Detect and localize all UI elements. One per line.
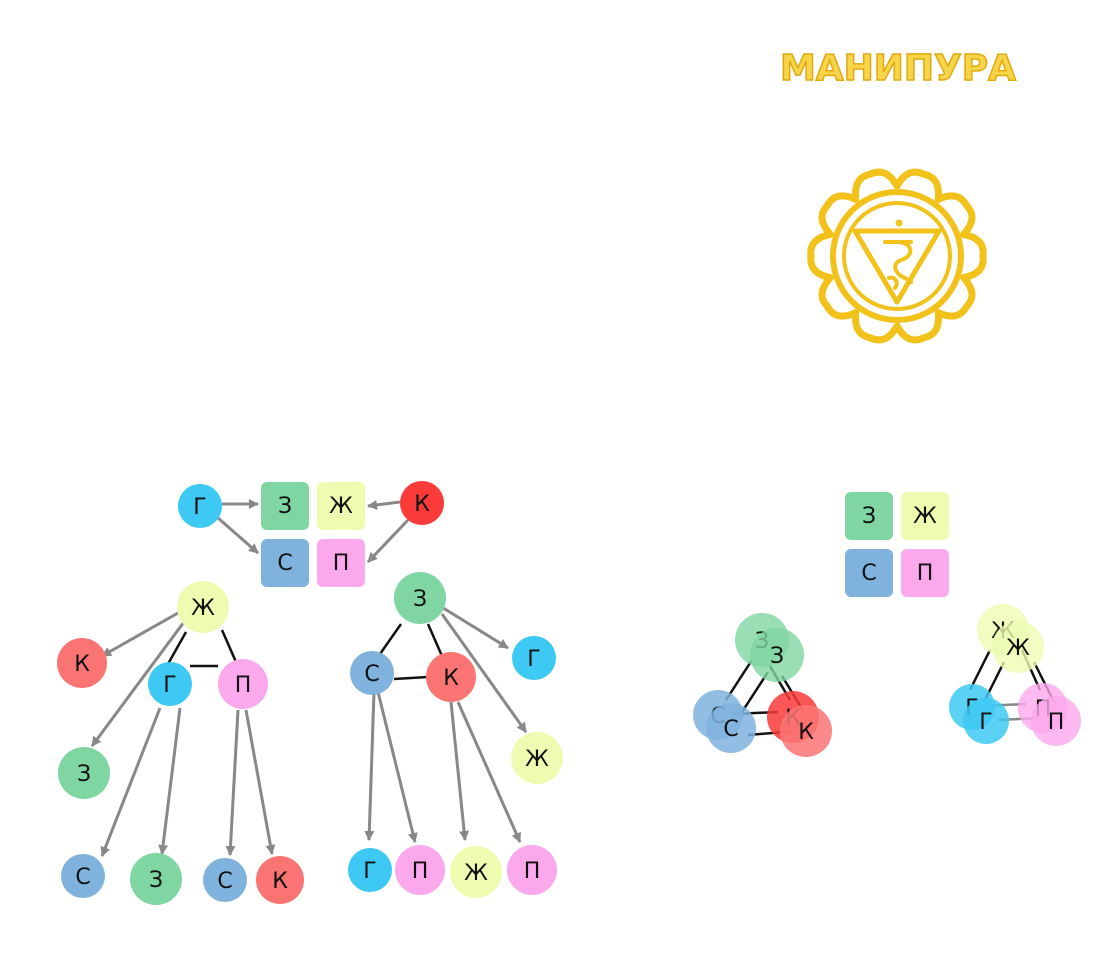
top-tile-s: С [261, 539, 309, 587]
edge-mk-leaf3 [449, 701, 470, 841]
left-node-p-label: П [235, 673, 252, 698]
top-node-g: Г [178, 484, 222, 528]
cluster1-node-s-b-label: С [723, 717, 738, 742]
edge-lp-leaf4 [244, 709, 276, 855]
edge-mz-mg [439, 604, 509, 650]
mid-node-k-label: К [443, 666, 459, 691]
mid-node-z: З [394, 572, 446, 624]
mid-node-k: К [426, 652, 476, 702]
top-node-k: К [400, 481, 444, 525]
mid-node-zh-label: Ж [525, 747, 549, 772]
left-leaf-z2-label: З [149, 868, 163, 893]
mid-node-zh: Ж [511, 732, 563, 784]
left-node-k: К [57, 638, 107, 688]
edge-mz-ms [378, 623, 403, 655]
left-node-g: Г [148, 662, 192, 706]
edge-lzh-lg [166, 631, 188, 665]
mid-node-s-label: С [364, 662, 379, 687]
mid-leaf-zh3: Ж [450, 846, 502, 898]
edge-k-to-p [366, 518, 410, 564]
left-node-zh: Ж [177, 581, 229, 633]
edge-k-to-zh [367, 499, 401, 510]
edge-lzh-lz [90, 621, 186, 747]
left-node-p: П [218, 659, 268, 709]
edge-ms-leaf2 [376, 691, 418, 843]
right-tile-s: С [845, 549, 893, 597]
top-node-k-label: К [414, 492, 430, 517]
edge-mk-leaf4 [456, 701, 522, 843]
edge-c2-zhg-a [968, 649, 992, 691]
mid-leaf-p4-label: П [524, 859, 541, 884]
left-leaf-k4-label: К [272, 869, 288, 894]
edge-lzh-lk [101, 611, 179, 658]
cluster2-node-p-b-label: П [1048, 710, 1065, 735]
top-tile-z: З [261, 482, 309, 530]
left-node-g-label: Г [163, 673, 176, 698]
right-tile-p: П [901, 549, 949, 597]
mid-node-z-label: З [413, 587, 427, 612]
cluster1-node-z-b: З [750, 628, 804, 682]
edge-mz-mzh [440, 613, 528, 733]
top-tile-p-label: П [333, 551, 350, 576]
cluster2-node-p-b: П [1031, 696, 1081, 746]
left-node-k-label: К [74, 652, 90, 677]
nodes-layer: ЗЖСПГКЖКГПЗСЗСКЗСКГЖГПЖПЗЖСПЗЗССККЖЖГГПП [57, 481, 1081, 905]
cluster2-node-zh-b: Ж [992, 621, 1044, 673]
cluster2-node-zh-b-label: Ж [1006, 636, 1030, 661]
cluster2-node-g-b: Г [963, 698, 1009, 744]
right-tile-p-label: П [917, 561, 934, 586]
right-tile-z: З [845, 492, 893, 540]
edge-lp-leaf3 [225, 709, 240, 856]
page-title: МАНИПУРА [780, 48, 1016, 89]
top-tile-z-label: З [278, 494, 292, 519]
mid-node-g: Г [512, 636, 556, 680]
right-tile-zh: Ж [901, 492, 949, 540]
edge-ms-leaf1 [364, 691, 376, 841]
left-node-z-label: З [77, 762, 91, 787]
top-tile-p: П [317, 539, 365, 587]
left-node-z: З [58, 747, 110, 799]
mid-node-g-label: Г [527, 647, 540, 672]
edge-mz-mk [426, 623, 444, 657]
left-node-zh-label: Ж [191, 596, 215, 621]
cluster1-node-s-b: С [706, 703, 756, 753]
top-tile-zh: Ж [317, 482, 365, 530]
mid-leaf-zh3-label: Ж [464, 861, 488, 886]
cluster1-node-z-b-label: З [770, 644, 784, 669]
right-tile-zh-label: Ж [913, 504, 937, 529]
left-leaf-s1-label: С [75, 865, 90, 890]
top-tile-s-label: С [277, 551, 292, 576]
top-tile-zh-label: Ж [329, 494, 353, 519]
edges-layer [90, 499, 1056, 857]
edge-c1-zs-b [740, 671, 770, 713]
mid-leaf-p4: П [507, 845, 557, 895]
cluster1-node-k-b-label: К [798, 720, 814, 745]
mid-leaf-p2: П [395, 845, 445, 895]
right-tile-z-label: З [862, 504, 876, 529]
cluster1-node-k-b: К [780, 705, 832, 757]
top-node-g-label: Г [193, 495, 206, 520]
edge-lzh-lp [220, 629, 238, 663]
edge-lg-leaf2 [158, 707, 182, 855]
mid-leaf-g1: Г [348, 848, 392, 892]
edge-g-to-s [217, 516, 259, 555]
left-leaf-z2: З [130, 853, 182, 905]
mid-node-s: С [350, 651, 394, 695]
mid-leaf-p2-label: П [412, 859, 429, 884]
manipura-chakra-icon [807, 168, 987, 344]
right-tile-s-label: С [861, 561, 876, 586]
left-leaf-s3-label: С [217, 869, 232, 894]
left-leaf-s3: С [203, 858, 247, 902]
mid-leaf-g1-label: Г [363, 859, 376, 884]
edge-lg-leaf1 [100, 707, 162, 857]
left-leaf-k4: К [256, 856, 304, 904]
cluster2-node-g-b-label: Г [979, 710, 992, 735]
left-leaf-s1: С [61, 854, 105, 898]
edge-ms-mk [393, 675, 429, 681]
